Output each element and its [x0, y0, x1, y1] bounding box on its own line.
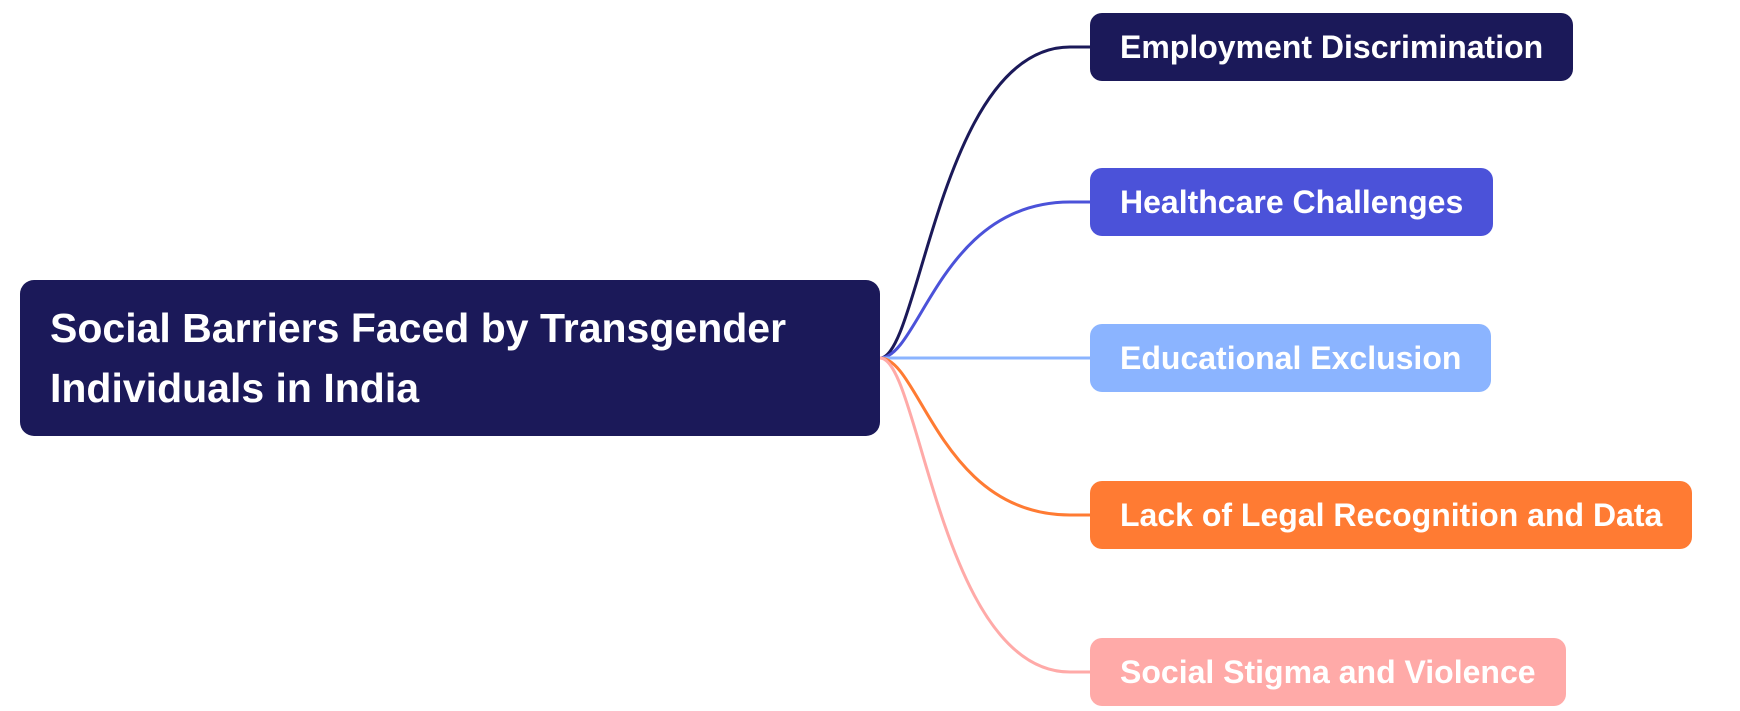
connector-line — [879, 356, 1090, 517]
connector-line — [879, 200, 1090, 360]
connector-line — [879, 45, 1090, 360]
root-node[interactable]: Social Barriers Faced by Transgender Ind… — [20, 280, 880, 436]
branch-healthcare-challenges[interactable]: Healthcare Challenges — [1090, 168, 1494, 236]
branch-social-stigma-violence[interactable]: Social Stigma and Violence — [1090, 638, 1566, 706]
branch-employment-discrimination[interactable]: Employment Discrimination — [1090, 13, 1574, 81]
connector-line — [879, 356, 1090, 674]
branch-educational-exclusion[interactable]: Educational Exclusion — [1090, 324, 1492, 392]
branch-lack-of-legal-recognition[interactable]: Lack of Legal Recognition and Data — [1090, 481, 1693, 549]
